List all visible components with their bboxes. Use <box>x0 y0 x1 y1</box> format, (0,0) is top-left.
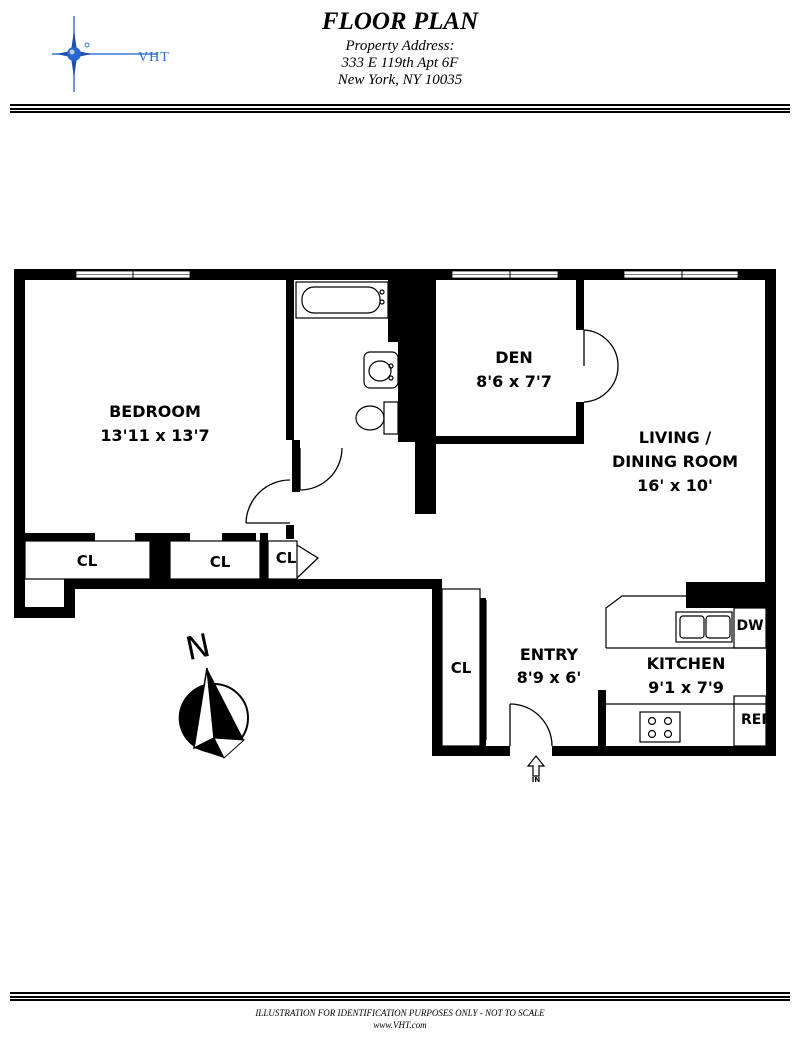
vht-logo: VHT <box>48 12 170 96</box>
kitchen-size: 9'1 x 7'9 <box>648 678 724 697</box>
closet-label-bedroom-2: CL <box>209 553 231 571</box>
dishwasher-label: DW <box>736 618 764 634</box>
sink-icon <box>363 351 399 389</box>
kitchen-fixtures <box>605 595 767 747</box>
footer-divider <box>10 992 790 1001</box>
closets <box>24 540 487 747</box>
compass-star-icon <box>52 16 158 92</box>
doors <box>245 329 619 747</box>
refrigerator-label: REF <box>741 712 771 728</box>
bathtub-icon <box>295 281 389 319</box>
dishwasher-icon <box>733 607 767 649</box>
toilet-icon <box>355 405 385 431</box>
living-name-line-2: DINING ROOM <box>611 452 739 471</box>
den-size: 8'6 x 7'7 <box>476 372 552 391</box>
toilet-tank-icon <box>383 401 399 435</box>
stove-icon <box>639 711 681 743</box>
den-name: DEN <box>495 348 533 367</box>
north-compass-icon <box>178 667 249 759</box>
header-divider <box>10 104 790 113</box>
page-title: FLOOR PLAN <box>321 8 479 35</box>
bedroom-size: 13'11 x 13'7 <box>100 426 210 445</box>
footer-disclaimer: ILLUSTRATION FOR IDENTIFICATION PURPOSES… <box>255 1008 545 1018</box>
walls <box>14 269 776 756</box>
windows <box>75 270 739 279</box>
footer-website: www.VHT.com <box>373 1020 427 1030</box>
brand-name: VHT <box>138 50 170 65</box>
entry-size: 8'9 x 6' <box>516 668 582 687</box>
closet-label-hall: CL <box>275 549 297 567</box>
bedroom-name: BEDROOM <box>109 402 201 421</box>
address-line-1: 333 E 119th Apt 6F <box>341 55 459 71</box>
entry-name: ENTRY <box>519 645 579 664</box>
address-line-2: New York, NY 10035 <box>337 72 463 88</box>
living-size: 16' x 10' <box>637 476 713 495</box>
entrance-label: IN <box>531 776 541 784</box>
address-label: Property Address: <box>345 38 455 54</box>
kitchen-name: KITCHEN <box>646 654 726 673</box>
closet-label-entry: CL <box>450 659 472 677</box>
entrance-arrow-icon <box>526 755 546 777</box>
refrigerator-icon <box>733 695 767 747</box>
closet-label-bedroom-1: CL <box>76 552 98 570</box>
kitchen-sink-icon <box>675 611 733 643</box>
living-name-line-1: LIVING / <box>638 428 712 447</box>
bathroom-fixtures <box>295 281 399 435</box>
